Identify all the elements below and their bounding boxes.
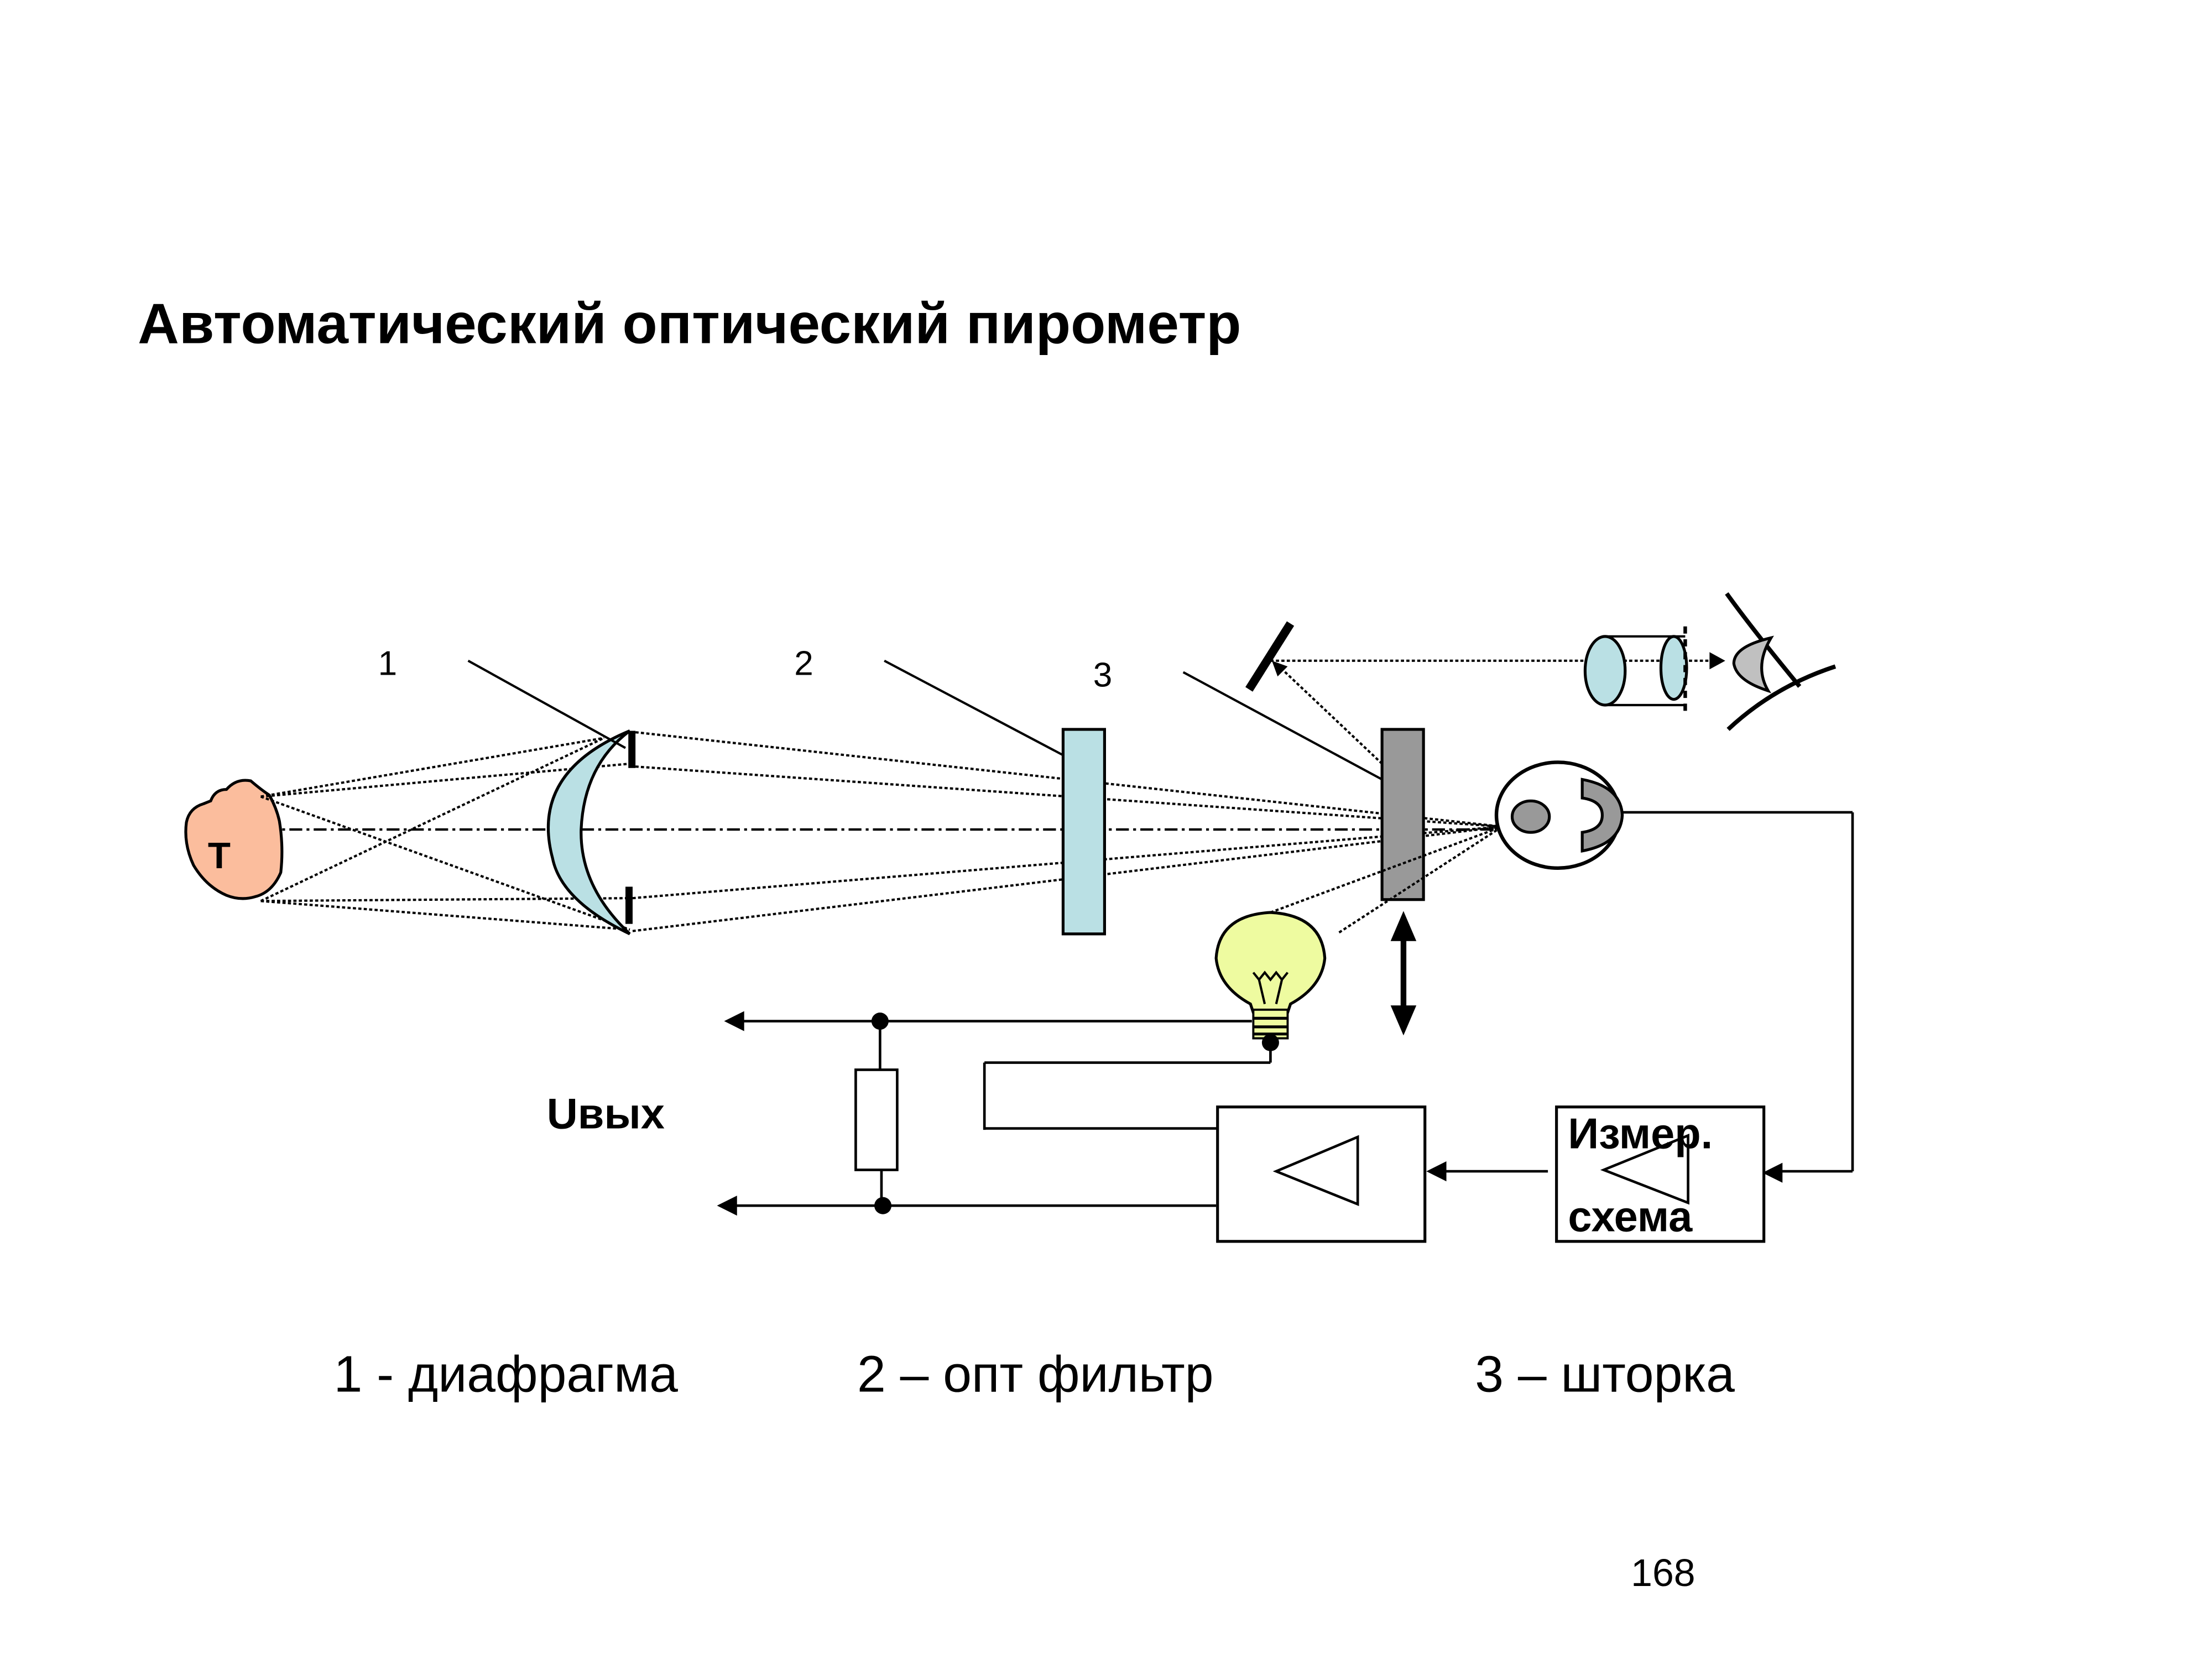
circuit-wiring (717, 811, 1854, 1216)
legend-item-3: 3 – шторка (1475, 1345, 1735, 1402)
measuring-circuit-block: Измер. схема (1555, 1105, 1766, 1243)
output-arrow-bottom (717, 1196, 737, 1216)
legend-item-1: 1 - диафрагма (333, 1345, 678, 1402)
output-voltage-label: Uвых (547, 1091, 665, 1138)
hot-object-shape (184, 779, 284, 900)
mirror-arrowhead (1272, 660, 1288, 677)
callouts: 1 2 3 (378, 645, 1383, 781)
object-label: Т (208, 835, 231, 877)
diaphragm (625, 731, 636, 924)
lamp-rays (1270, 664, 1503, 933)
photodetector (1494, 760, 1624, 870)
observer-eye-icon (1725, 592, 1837, 731)
measuring-circuit-label-line1: Измер. (1568, 1110, 1713, 1158)
resistor (854, 1068, 899, 1171)
callout-1: 1 (378, 645, 398, 683)
eyepiece-arrowhead (1709, 652, 1725, 670)
legend: 1 - диафрагма 2 – опт фильтр 3 – шторка (333, 1345, 1735, 1402)
amplifier-triangle-icon (1272, 1135, 1359, 1207)
shutter (1380, 728, 1425, 901)
callout-2: 2 (794, 645, 813, 683)
lamp-icon (1214, 911, 1327, 1051)
page-number: 168 (1631, 1551, 1695, 1594)
mirror (1245, 621, 1295, 692)
rays-object-to-lens (260, 737, 630, 931)
legend-item-2: 2 – опт фильтр (857, 1345, 1214, 1402)
output-arrow-top (724, 1011, 744, 1031)
measuring-circuit-label-line2: схема (1568, 1193, 1693, 1241)
eyepiece (1583, 626, 1688, 712)
slide-title: Автоматический оптический пирометр (138, 291, 1241, 356)
callout-3: 3 (1093, 656, 1113, 694)
optical-filter (1061, 728, 1107, 936)
objective-lens (546, 729, 631, 936)
amplifier-block (1216, 1105, 1427, 1243)
shutter-motion-arrow (1390, 911, 1417, 1036)
measuring-triangle-icon (1600, 1133, 1689, 1205)
hot-object: Т (184, 779, 284, 900)
